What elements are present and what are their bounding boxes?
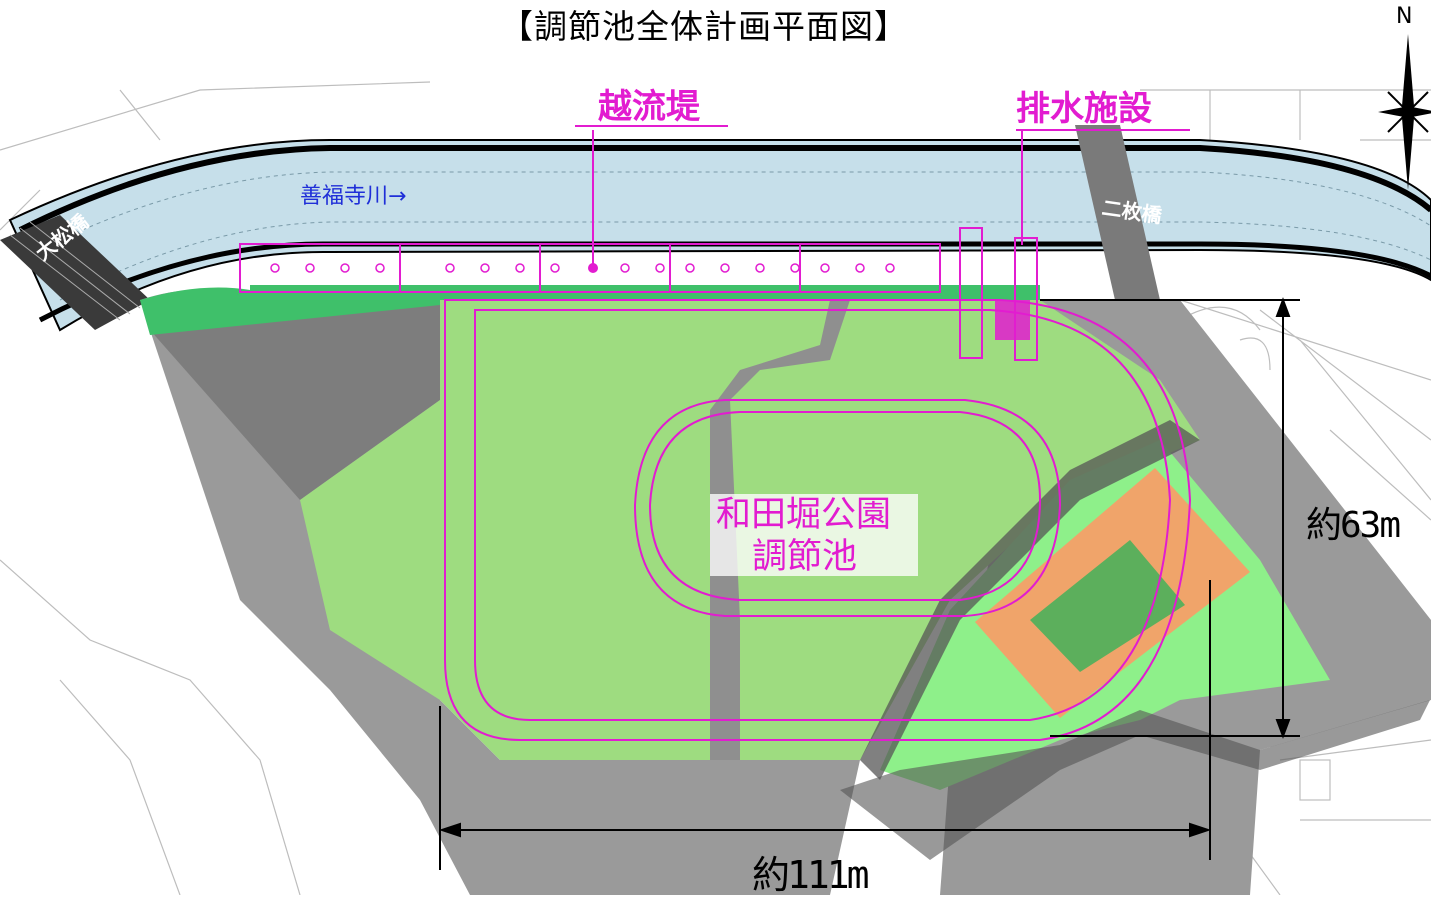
weir-point xyxy=(588,263,598,273)
map-title: 【調節池全体計画平面図】 xyxy=(500,7,908,46)
sports-field xyxy=(840,420,1430,860)
overflow-weir-label: 越流堤 xyxy=(598,87,700,127)
north-arrow-icon xyxy=(1378,34,1431,190)
bridge-east-label: 二枚橋 xyxy=(1100,196,1163,228)
background-linework xyxy=(0,81,1431,895)
pond-label-line2: 調節池 xyxy=(752,537,858,577)
height-dimension-label: 約63m xyxy=(1306,505,1401,546)
bridge-omatsu xyxy=(0,215,150,330)
pond-label-box xyxy=(710,494,918,576)
weir-markers xyxy=(270,263,895,273)
pond-label-line1: 和田堀公園 xyxy=(716,495,892,535)
bridge-nimai xyxy=(1075,125,1160,300)
north-label: N xyxy=(1396,4,1413,29)
facility-outlines xyxy=(239,125,1192,741)
river-label: 善福寺川→ xyxy=(300,184,407,209)
drainage-block xyxy=(995,300,1030,340)
dimension-lines xyxy=(438,297,1300,870)
drainage-facility-label: 排水施設 xyxy=(1016,89,1152,129)
width-dimension-label: 約111m xyxy=(752,853,870,897)
park-walkway xyxy=(710,300,850,760)
